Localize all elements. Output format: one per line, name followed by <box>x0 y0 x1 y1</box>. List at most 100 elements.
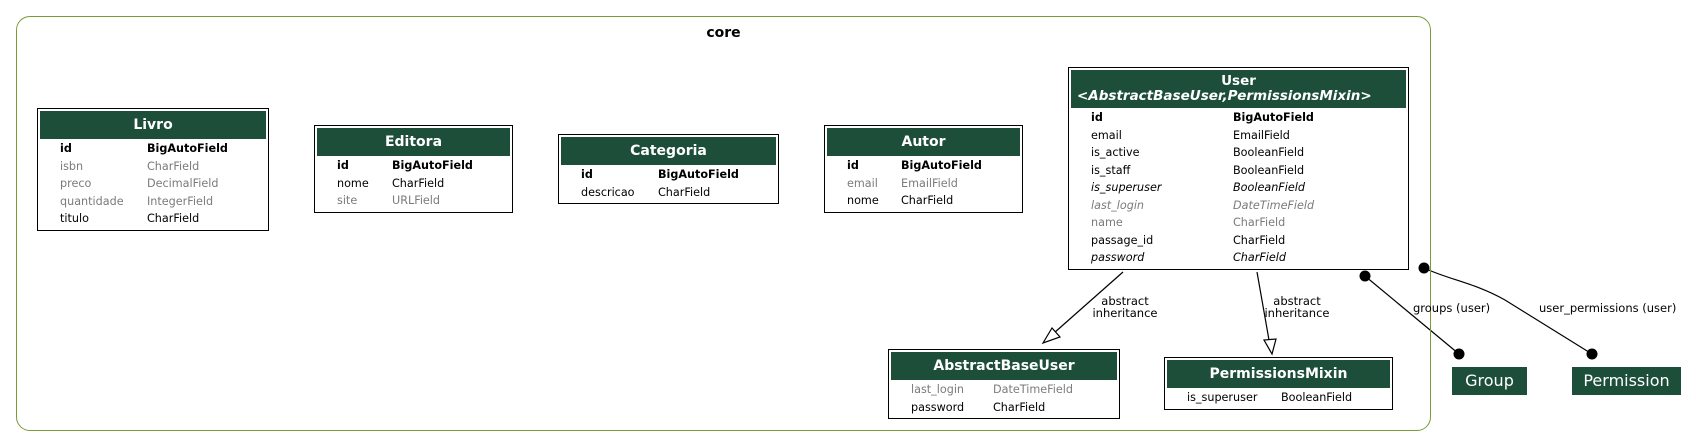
field-type: CharField <box>147 159 200 173</box>
field-name: is_superuser <box>1091 181 1162 194</box>
field-name: id <box>60 142 72 155</box>
field-row: isbn CharField <box>40 158 266 176</box>
field-row: email EmailField <box>1071 127 1406 145</box>
field-name: nome <box>847 194 879 207</box>
field-type: CharField <box>993 400 1046 414</box>
app-cluster-core: core <box>16 16 1431 431</box>
field-type: DateTimeField <box>1233 198 1315 212</box>
edge-label-inherit-permissionsmixin: abstract inheritance <box>1257 295 1337 319</box>
model-header: Categoria <box>561 137 776 165</box>
field-row: site URLField <box>317 192 510 210</box>
field-type: EmailField <box>901 176 958 190</box>
endpoint-dot-icon <box>1586 348 1598 360</box>
model-header: Editora <box>317 128 510 156</box>
field-row: password CharField <box>1071 249 1406 267</box>
field-row: id BigAutoField <box>40 140 266 158</box>
field-row: nome CharField <box>317 175 510 193</box>
edge-label-line: inheritance <box>1264 306 1330 320</box>
field-type: EmailField <box>1233 128 1290 142</box>
model-header: AbstractBaseUser <box>891 352 1117 380</box>
edge-label-user-permissions: user_permissions (user) <box>1539 301 1677 315</box>
field-name: is_active <box>1091 146 1140 159</box>
edge-label-line: abstract <box>1273 294 1321 308</box>
endpoint-dot-icon <box>1359 270 1371 282</box>
field-name: email <box>847 176 878 190</box>
edge-groups <box>1364 275 1460 355</box>
model-header: Livro <box>40 111 266 139</box>
field-name: password <box>1091 251 1145 264</box>
field-type: CharField <box>147 212 200 225</box>
model-user[interactable]: User <AbstractBaseUser,PermissionsMixin>… <box>1068 67 1409 270</box>
field-type: BooleanField <box>1233 181 1305 194</box>
edge-user-permissions <box>1423 267 1593 355</box>
field-type: BooleanField <box>1233 163 1305 177</box>
field-name: email <box>1091 128 1122 142</box>
external-model-group[interactable]: Group <box>1452 367 1527 395</box>
field-name: last_login <box>911 383 965 396</box>
model-header: PermissionsMixin <box>1167 360 1390 388</box>
field-type: BigAutoField <box>901 159 982 172</box>
field-name: name <box>1091 216 1123 229</box>
hollow-arrowhead-icon <box>1263 338 1277 356</box>
edge-inherit-permissionsmixin <box>1256 271 1270 341</box>
field-name: password <box>911 400 965 414</box>
field-type: CharField <box>1233 251 1286 264</box>
endpoint-dot-icon <box>1453 348 1465 360</box>
field-row: email EmailField <box>827 175 1020 193</box>
field-type: IntegerField <box>147 194 214 208</box>
model-bases: <AbstractBaseUser,PermissionsMixin> <box>1077 88 1372 104</box>
edge-inherit-abstractbaseuser <box>1053 271 1124 334</box>
field-type: BigAutoField <box>147 142 228 155</box>
field-type: BigAutoField <box>1233 111 1314 124</box>
field-type: DateTimeField <box>993 383 1073 396</box>
cluster-label: core <box>706 25 741 41</box>
field-type: URLField <box>392 194 441 207</box>
field-list: id BigAutoField email EmailField is_active… <box>1071 108 1406 267</box>
field-type: BooleanField <box>1233 146 1305 159</box>
field-name: is_staff <box>1091 163 1131 177</box>
field-name: id <box>1091 111 1103 124</box>
field-name: nome <box>337 176 369 190</box>
field-row: titulo CharField <box>40 210 266 228</box>
model-abstractbaseuser[interactable]: AbstractBaseUser last_login DateTimeField… <box>888 349 1120 419</box>
model-header: User <AbstractBaseUser,PermissionsMixin> <box>1071 70 1406 108</box>
field-row: is_active BooleanField <box>1071 144 1406 162</box>
field-type: CharField <box>392 176 445 190</box>
hollow-arrowhead-icon <box>1041 326 1062 345</box>
external-model-permission[interactable]: Permission <box>1572 367 1681 395</box>
field-name: is_superuser <box>1187 391 1258 404</box>
field-name: last_login <box>1091 198 1145 212</box>
field-row: password CharField <box>891 399 1117 417</box>
field-type: BigAutoField <box>658 168 739 181</box>
field-name: site <box>337 194 358 207</box>
field-type: DecimalField <box>147 177 219 190</box>
field-name: id <box>337 159 349 172</box>
field-name: descricao <box>581 185 635 199</box>
field-name: isbn <box>60 159 84 173</box>
edge-label-inherit-abstractbaseuser: abstract inheritance <box>1085 295 1165 319</box>
field-row: last_login DateTimeField <box>891 381 1117 399</box>
field-list: last_login DateTimeField password CharFiel… <box>891 380 1117 416</box>
field-name: titulo <box>60 212 89 225</box>
endpoint-dot-icon <box>1418 262 1430 274</box>
